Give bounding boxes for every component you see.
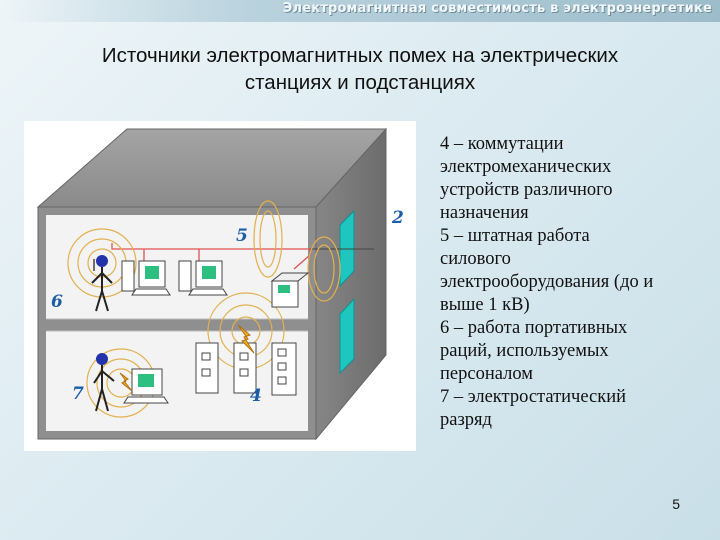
legend-line: разряд xyxy=(440,410,492,430)
slide-title-line-1: Источники электромагнитных помех на элек… xyxy=(101,44,619,67)
lightning-bolt-icon xyxy=(237,324,255,354)
legend-line: выше 1 кВ) xyxy=(440,295,530,315)
legend-line: 6 – работа портативных xyxy=(440,318,628,338)
legend-line: раций, используемых xyxy=(440,341,609,361)
label-5: 5 xyxy=(236,226,248,246)
spark-icon xyxy=(119,372,133,392)
slide-title: Источники электромагнитных помех на элек… xyxy=(40,42,680,96)
header-band xyxy=(0,0,720,22)
upper-floor-room xyxy=(46,215,308,319)
lower-workstation xyxy=(123,368,169,404)
substation-diagram: 2 5 6 7 4 xyxy=(24,121,416,451)
legend-line: электромеханических xyxy=(440,157,612,177)
label-6: 6 xyxy=(51,292,63,312)
legend-line: 5 – штатная работа xyxy=(440,226,590,246)
worker-with-radio xyxy=(91,255,113,312)
substation-illustration: 2 5 6 7 4 xyxy=(36,127,404,441)
label-4: 4 xyxy=(250,386,262,406)
switchgear-cabinets xyxy=(195,342,297,396)
label-2: 2 xyxy=(391,208,404,228)
legend-line: устройств различного xyxy=(440,180,613,200)
legend-line: персоналом xyxy=(440,364,533,384)
legend-line: 7 – электростатический xyxy=(440,387,627,407)
legend-line: силового xyxy=(440,249,511,269)
page-number: 5 xyxy=(672,496,680,512)
slide-title-line-2: станциях и подстанциях xyxy=(244,71,476,94)
worker-static-discharge xyxy=(93,353,115,412)
legend-text: 4 – коммутации электромеханических устро… xyxy=(440,133,715,432)
header-title: Электромагнитная совместимость в электро… xyxy=(282,1,712,16)
lower-floor-room xyxy=(46,331,308,431)
upper-workstations xyxy=(121,260,310,308)
legend-line: назначения xyxy=(440,203,529,223)
legend-line: 4 – коммутации xyxy=(440,134,564,154)
external-panel-lower xyxy=(339,297,355,375)
legend-line: электрооборудования (до и xyxy=(440,272,654,292)
label-7: 7 xyxy=(72,384,84,404)
